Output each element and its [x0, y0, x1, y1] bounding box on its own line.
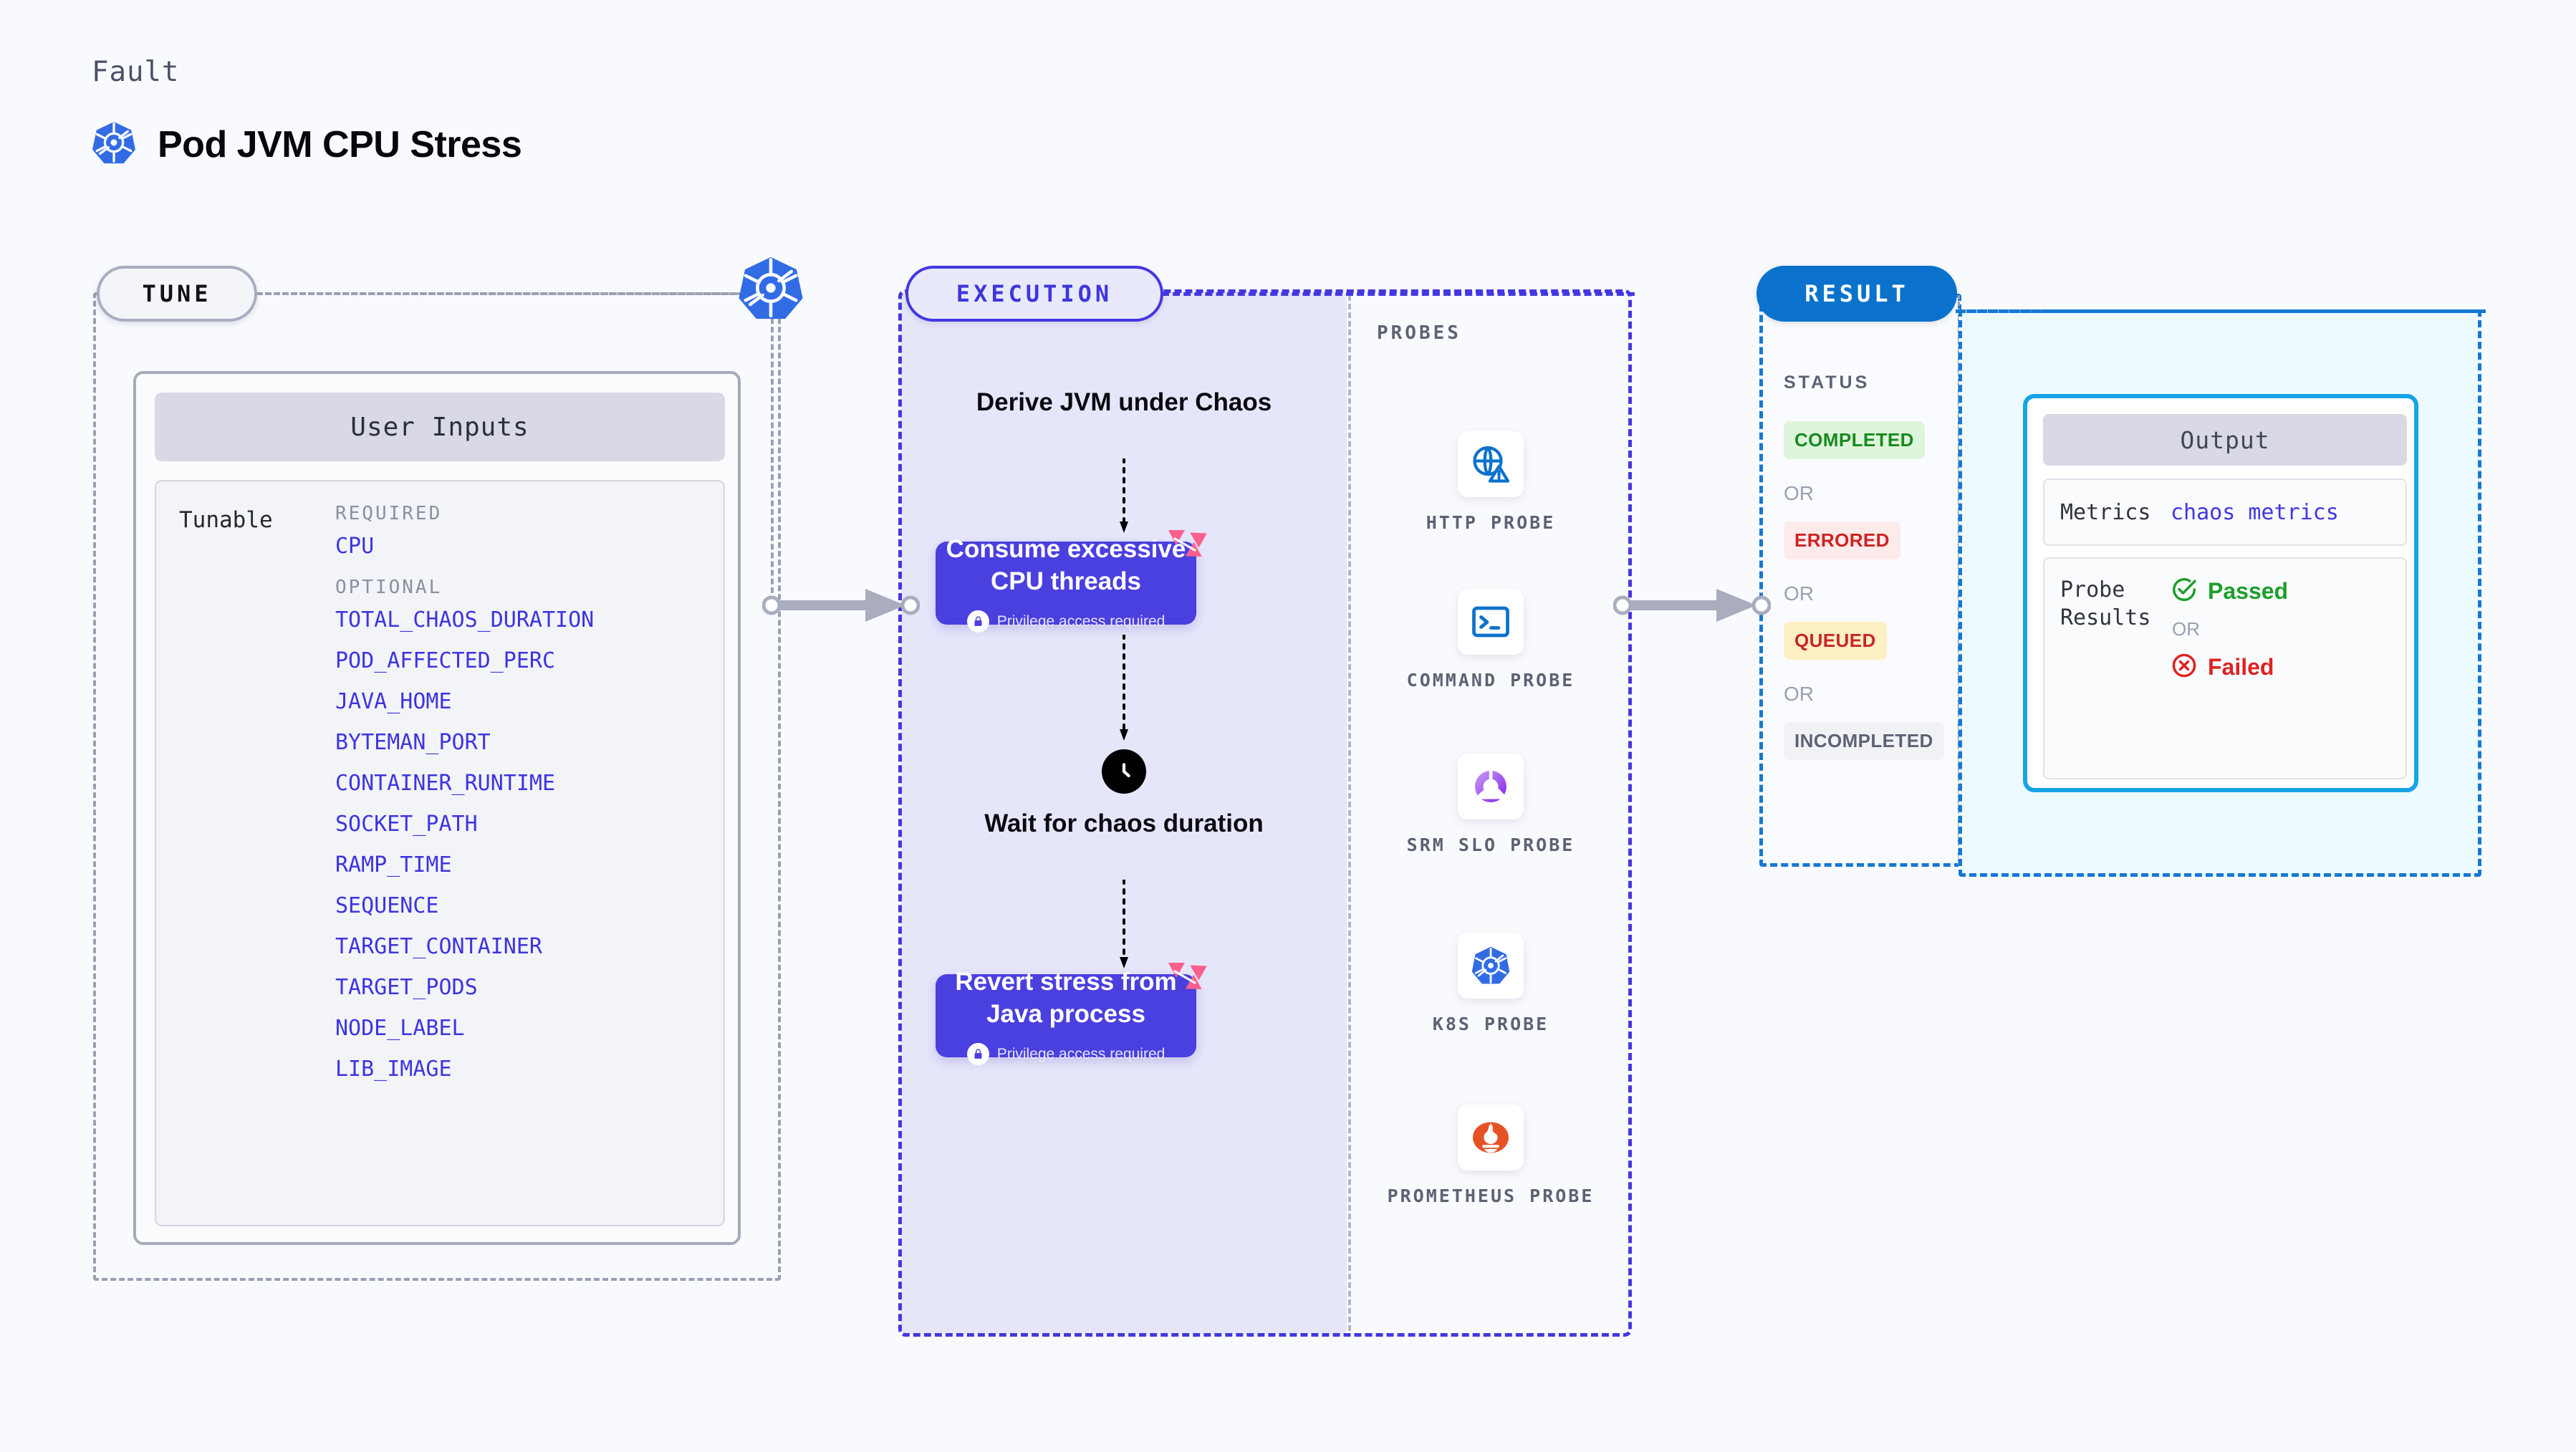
probe-k8s-label: K8S PROBE — [1432, 1014, 1549, 1034]
param-list: REQUIRED CPU OPTIONAL TOTAL_CHAOS_DURATI… — [335, 481, 724, 1225]
status-badge-queued: QUEUED — [1784, 622, 1887, 660]
step-consume-card[interactable]: Consume excessive CPU threads Privilege … — [936, 530, 1207, 633]
execution-top-dash — [1162, 292, 1635, 296]
probe-results-key: Probe Results — [2060, 577, 2151, 630]
result-region — [1759, 294, 1961, 867]
probe-result-failed: Failed — [2171, 652, 2288, 683]
metrics-key: Metrics — [2060, 499, 2151, 525]
optional-label: OPTIONAL — [335, 577, 443, 598]
result-pill[interactable]: RESULT — [1756, 266, 1957, 322]
probe-http[interactable]: HTTP PROBE — [1351, 431, 1630, 535]
execution-column: Derive JVM under Chaos Consume excessive… — [901, 292, 1347, 1334]
param-sequence[interactable]: SEQUENCE — [335, 893, 439, 918]
param-java-home[interactable]: JAVA_HOME — [335, 689, 452, 714]
probe-srm-slo[interactable]: SRM SLO PROBE — [1351, 754, 1630, 857]
status-or-2: OR — [1784, 582, 1814, 605]
tune-top-dash — [256, 292, 744, 295]
connector-execution-to-result — [1613, 587, 1772, 627]
output-card: Output Metrics chaos metrics Probe Resul… — [2023, 394, 2418, 792]
user-inputs-title: User Inputs — [155, 393, 725, 461]
probes-column: PROBES HTTP PROBE COMMAND PROB — [1351, 295, 1630, 1331]
user-inputs-body: Tunable REQUIRED CPU OPTIONAL TOTAL_CHAO… — [155, 480, 725, 1226]
status-badge-errored: ERRORED — [1784, 521, 1900, 559]
output-title: Output — [2043, 414, 2407, 466]
probe-k8s[interactable]: K8S PROBE — [1351, 933, 1630, 1037]
step-wait-label: Wait for chaos duration — [984, 809, 1264, 837]
required-label: REQUIRED — [335, 503, 443, 524]
privilege-note-revert: Privilege access required — [966, 1043, 1166, 1066]
status-or-3: OR — [1784, 683, 1814, 705]
probe-result-or: OR — [2172, 618, 2200, 640]
lock-icon — [966, 610, 989, 633]
fault-kicker: Fault — [92, 56, 180, 88]
probe-result-passed: Passed — [2171, 576, 2288, 607]
connector-tune-to-execution — [761, 587, 921, 627]
arrow-wait-to-revert — [1118, 880, 1130, 971]
param-total-chaos-duration[interactable]: TOTAL_CHAOS_DURATION — [335, 607, 595, 633]
execution-region — [898, 289, 1632, 1337]
privilege-note-text: Privilege access required — [996, 1045, 1166, 1062]
param-target-pods[interactable]: TARGET_PODS — [335, 975, 478, 1000]
litmus-chaos-badge-icon — [1166, 958, 1207, 994]
passed-label: Passed — [2208, 578, 2289, 604]
kubernetes-icon — [1458, 933, 1524, 999]
status-badge-completed: COMPLETED — [1784, 421, 1925, 459]
lock-icon — [966, 1043, 989, 1066]
privilege-note-consume: Privilege access required — [966, 610, 1166, 633]
user-inputs-card: User Inputs Tunable REQUIRED CPU OPTIONA… — [133, 371, 741, 1245]
param-byteman-port[interactable]: BYTEMAN_PORT — [335, 730, 491, 755]
clock-icon — [1102, 749, 1146, 794]
execution-pill[interactable]: EXECUTION — [905, 266, 1163, 322]
param-ramp-time[interactable]: RAMP_TIME — [335, 852, 452, 878]
step-revert-title: Revert stress from Java process — [955, 967, 1177, 1028]
result-status-column: STATUS COMPLETED OR ERRORED OR QUEUED OR… — [1759, 294, 1961, 867]
execution-fill — [901, 292, 1347, 1334]
probe-command[interactable]: COMMAND PROBE — [1351, 589, 1630, 693]
step-revert-card[interactable]: Revert stress from Java process Privileg… — [936, 963, 1207, 1066]
status-or-1: OR — [1784, 482, 1814, 504]
param-container-runtime[interactable]: CONTAINER_RUNTIME — [335, 771, 556, 796]
param-cpu[interactable]: CPU — [335, 534, 375, 559]
probe-command-label: COMMAND PROBE — [1406, 670, 1575, 691]
status-label: STATUS — [1784, 372, 1870, 393]
probes-label: PROBES — [1377, 322, 1461, 344]
arrow-derive-to-consume — [1118, 458, 1130, 536]
globe-warning-icon — [1458, 431, 1524, 497]
terminal-icon — [1458, 589, 1524, 655]
metrics-value-link[interactable]: chaos metrics — [2171, 499, 2339, 525]
privilege-note-text: Privilege access required — [996, 612, 1166, 630]
check-circle-icon — [2171, 576, 2198, 607]
step-derive-label: Derive JVM under Chaos — [976, 388, 1272, 416]
param-target-container[interactable]: TARGET_CONTAINER — [335, 934, 542, 959]
result-top-dash — [1956, 309, 2486, 313]
tune-pill[interactable]: TUNE — [97, 266, 257, 322]
page-title: Pod JVM CPU Stress — [158, 123, 522, 165]
param-socket-path[interactable]: SOCKET_PATH — [335, 812, 478, 837]
probe-srm-slo-label: SRM SLO PROBE — [1406, 835, 1575, 855]
arrow-consume-to-wait — [1118, 635, 1130, 744]
slo-donut-check-icon — [1458, 754, 1524, 819]
kubernetes-icon — [92, 120, 136, 168]
kubernetes-drop-dash — [771, 309, 774, 602]
probe-prometheus-label: PROMETHEUS PROBE — [1387, 1186, 1595, 1206]
page-title-row: Pod JVM CPU Stress — [92, 120, 522, 168]
probe-http-label: HTTP PROBE — [1426, 512, 1556, 533]
param-pod-affected-perc[interactable]: POD_AFFECTED_PERC — [335, 648, 556, 673]
tunable-label: Tunable — [179, 507, 273, 533]
kubernetes-badge-icon — [738, 255, 804, 321]
param-lib-image[interactable]: LIB_IMAGE — [335, 1057, 452, 1082]
probe-results-values: Passed OR Failed — [2171, 576, 2288, 683]
probe-prometheus[interactable]: PROMETHEUS PROBE — [1351, 1105, 1630, 1208]
failed-label: Failed — [2208, 654, 2274, 680]
step-consume-title: Consume excessive CPU threads — [946, 534, 1186, 595]
param-node-label[interactable]: NODE_LABEL — [335, 1016, 465, 1041]
status-badge-incompleted: INCOMPLETED — [1784, 722, 1944, 760]
x-circle-icon — [2171, 652, 2198, 683]
prometheus-flame-icon — [1458, 1105, 1524, 1170]
litmus-chaos-badge-icon — [1166, 526, 1207, 562]
output-probe-results-row: Probe Results Passed OR — [2043, 557, 2407, 779]
output-metrics-row: Metrics chaos metrics — [2043, 479, 2407, 546]
probes-divider — [1348, 295, 1351, 1331]
